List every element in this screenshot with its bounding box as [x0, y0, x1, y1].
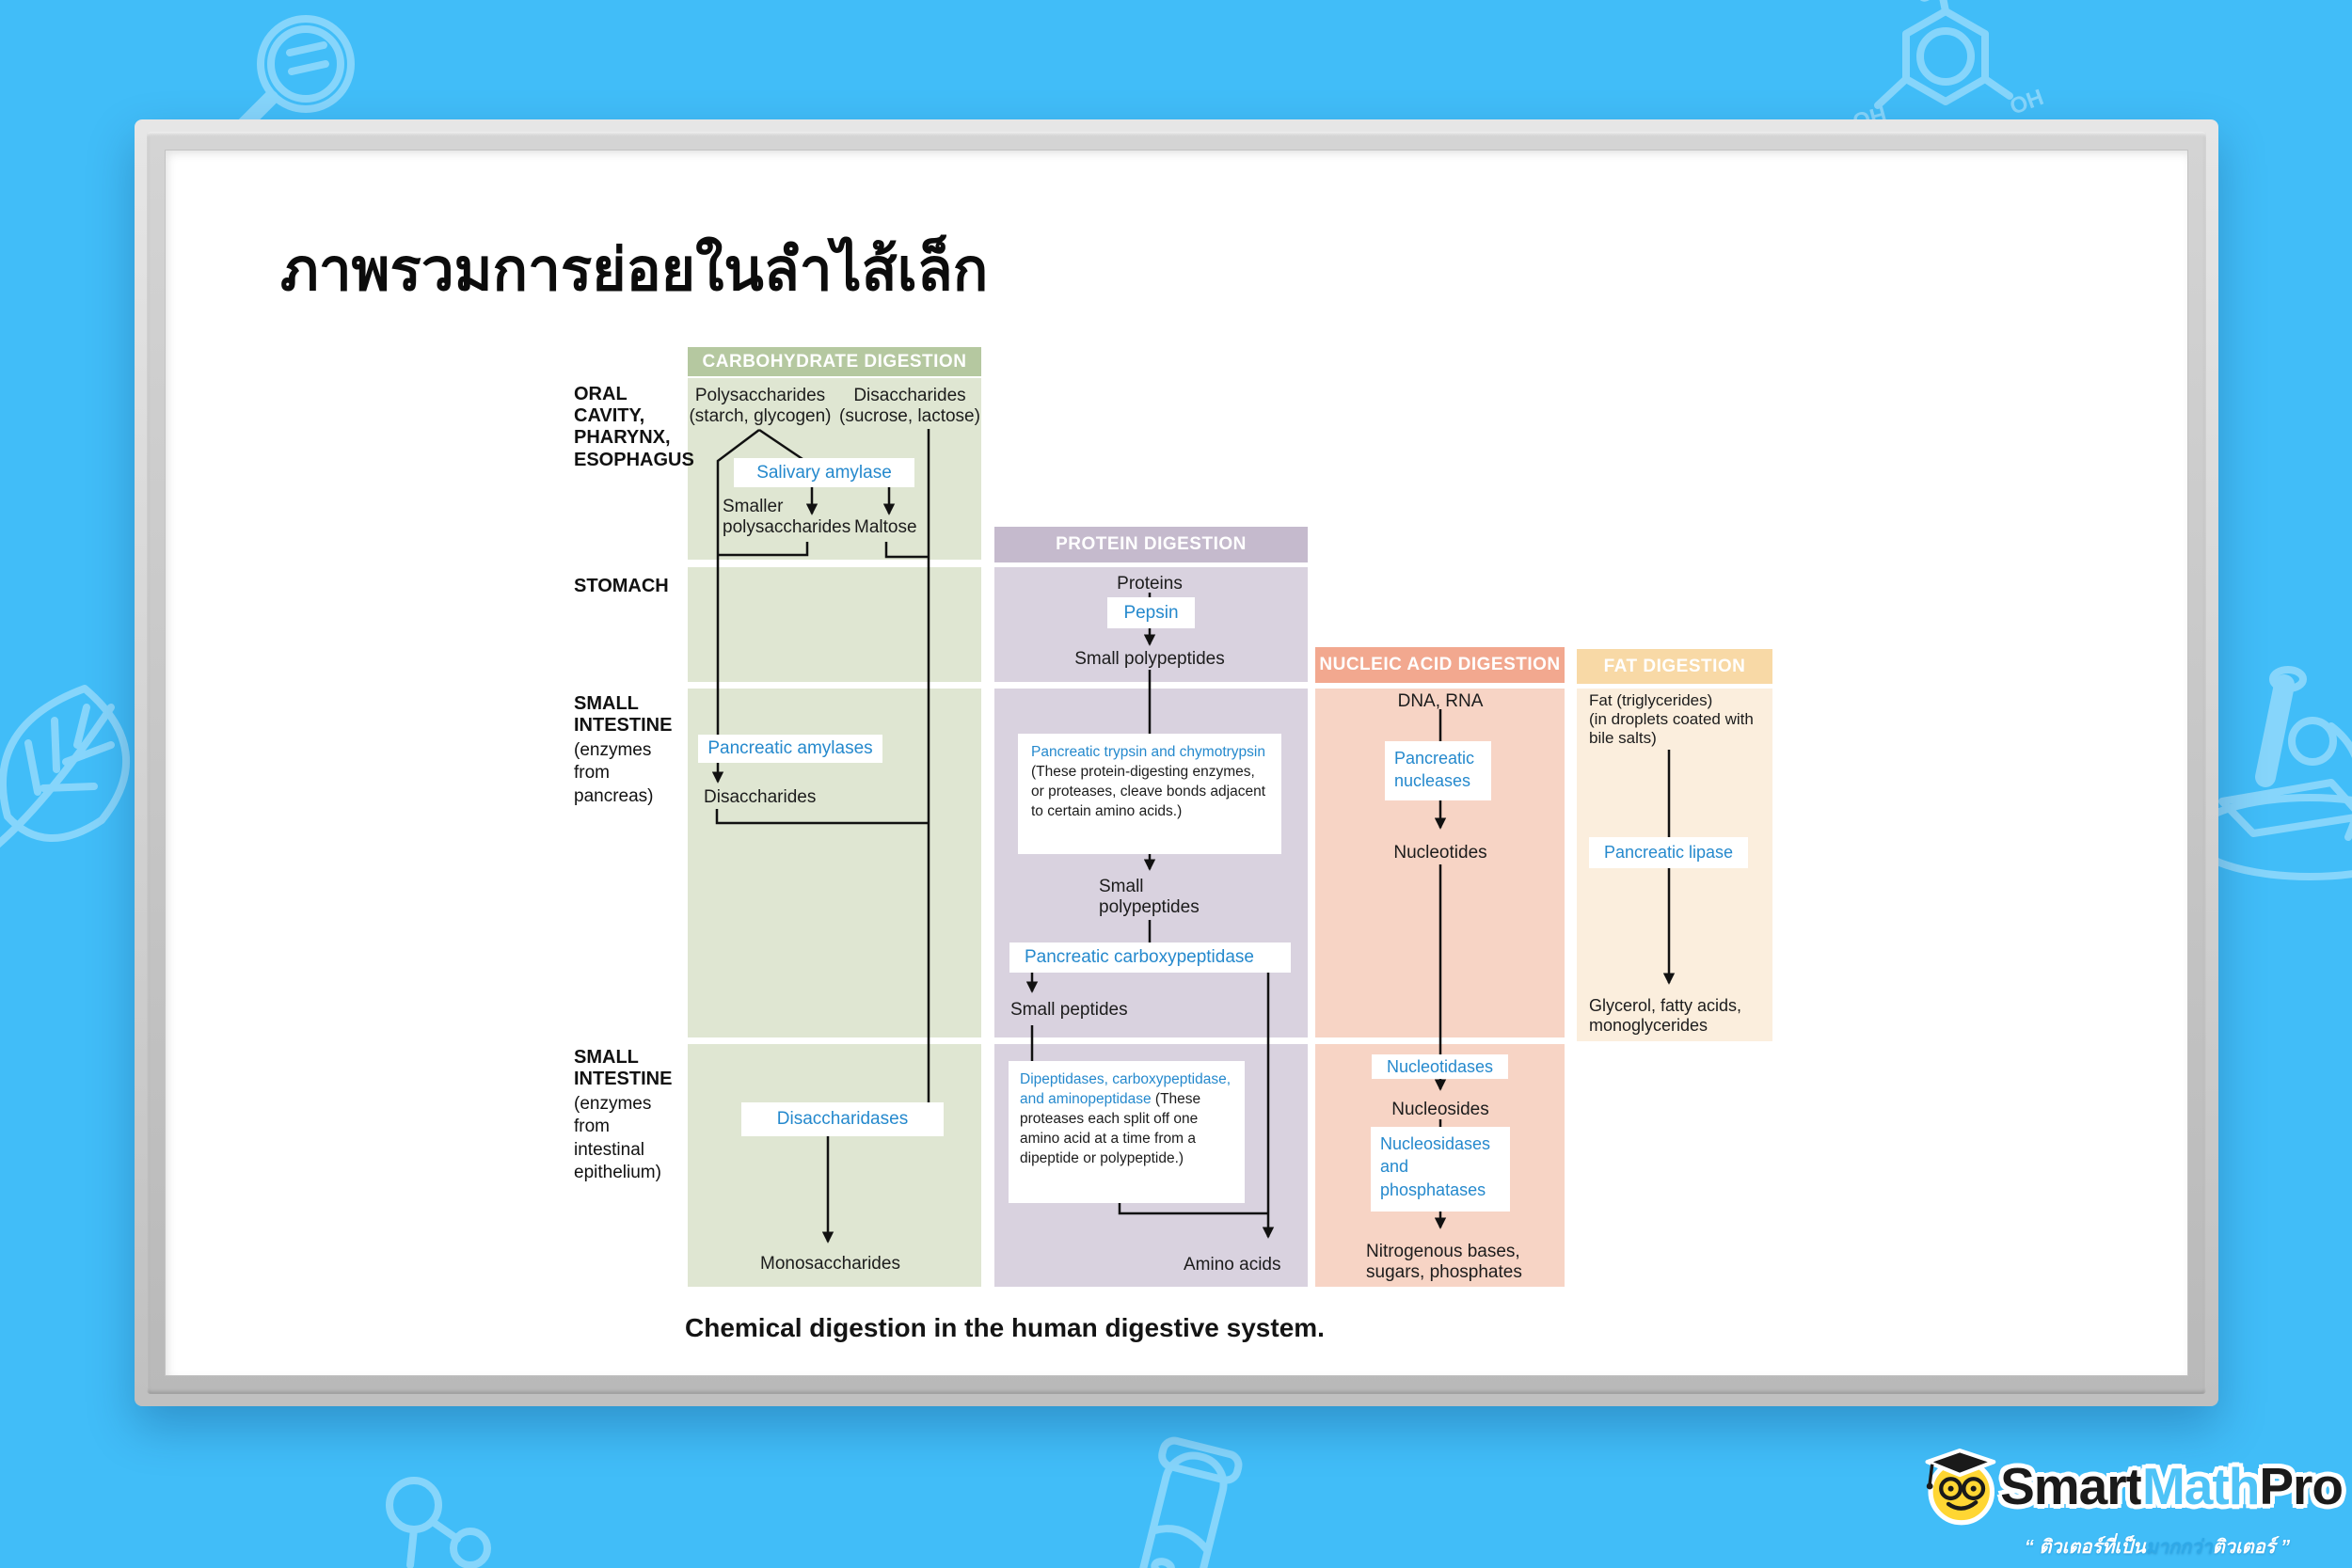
molecule-oh-label-1: OH — [1913, 0, 1953, 9]
enzyme-nucleosidases-phosphatases: Nucleosidases and phosphatases — [1371, 1127, 1510, 1212]
enzyme-trypsin-chymotrypsin-box: Pancreatic trypsin and chymotrypsin (The… — [1018, 734, 1281, 854]
logo-tagline-pre: “ ติวเตอร์ที่เป็น — [2024, 1537, 2146, 1558]
graduate-face-icon — [1925, 1448, 1996, 1526]
logo-smart: Smart — [2000, 1457, 2143, 1515]
node-disaccharides-si: Disaccharides — [704, 787, 817, 807]
stage-stomach-label: STOMACH — [574, 576, 669, 596]
node-glycerol-fatty-acids: Glycerol, fatty acids, monoglycerides — [1589, 996, 1742, 1036]
node-monosaccharides: Monosaccharides — [760, 1254, 900, 1274]
node-proteins: Proteins — [1117, 574, 1183, 594]
node-small-peptides: Small peptides — [1010, 1000, 1128, 1020]
molecule-oh-label-3: OH — [2007, 85, 2047, 120]
node-small-polypeptides-2: Small polypeptides — [1099, 877, 1200, 918]
page-title: ภาพรวมการย่อยในลำไส้เล็ก — [280, 238, 989, 303]
stage-small-intestine-pancreas-sub: (enzymes from pancreas) — [574, 740, 654, 806]
logo-math: Math — [2141, 1457, 2260, 1515]
stage-oral-cavity-label: ORAL CAVITY, PHARYNX, ESOPHAGUS — [574, 384, 694, 470]
stage-small-intestine-epithelium-sub: (enzymes from intestinal epithelium) — [574, 1094, 661, 1182]
enzyme-peptidases: Dipeptidases, carboxypeptidase, and amin… — [1020, 1071, 1232, 1107]
leaf-doodle-icon — [0, 689, 126, 858]
smartmathpro-logo: SmartMathPro “ ติวเตอร์ที่เป็นมากกว่าติว… — [1919, 1443, 2344, 1561]
magnifier-doodle-icon — [237, 19, 351, 132]
node-amino-acids: Amino acids — [1184, 1255, 1281, 1275]
node-disaccharides: Disaccharides (sucrose, lactose) — [839, 386, 980, 427]
carb-panel-stomach — [688, 567, 981, 682]
node-nucleotides: Nucleotides — [1393, 843, 1487, 863]
enzyme-peptidases-box: Dipeptidases, carboxypeptidase, and amin… — [1009, 1061, 1245, 1203]
node-dna-rna: DNA, RNA — [1397, 691, 1484, 711]
enzyme-pancreatic-nucleases: Pancreatic nucleases — [1385, 741, 1491, 800]
node-nitrogenous-bases: Nitrogenous bases, sugars, phosphates — [1366, 1242, 1522, 1283]
molecule-cluster-doodle-icon — [389, 1481, 487, 1565]
logo-tagline-mid: มากกว่า — [2145, 1537, 2213, 1558]
enzyme-pancreatic-lipase: Pancreatic lipase — [1589, 837, 1748, 868]
protein-digestion-header: PROTEIN DIGESTION — [994, 527, 1308, 562]
enzyme-pancreatic-carboxypeptidase: Pancreatic carboxypeptidase — [1009, 942, 1291, 973]
trypsin-note: (These protein-digesting enzymes, or pro… — [1031, 763, 1266, 819]
testtube-doodle-icon — [1111, 1438, 1241, 1568]
stage-small-intestine-pancreas-label: SMALL INTESTINE — [574, 693, 673, 736]
node-small-polypeptides: Small polypeptides — [1074, 649, 1225, 669]
logo-tagline-post: ติวเตอร์ ” — [2212, 1537, 2291, 1558]
enzyme-trypsin-chymotrypsin: Pancreatic trypsin and chymotrypsin — [1031, 744, 1265, 760]
peptidases-note: (These proteases each split off one amin… — [1020, 1090, 1201, 1166]
node-polysaccharides: Polysaccharides (starch, glycogen) — [689, 386, 832, 427]
enzyme-pepsin: Pepsin — [1107, 597, 1195, 628]
fat-digestion-header: FAT DIGESTION — [1577, 649, 1772, 684]
enzyme-salivary-amylase: Salivary amylase — [734, 458, 914, 487]
carbohydrate-digestion-header: CARBOHYDRATE DIGESTION — [688, 347, 981, 376]
logo-pro: Pro — [2259, 1457, 2344, 1515]
carb-panel-small-intestine-epithelium — [688, 1044, 981, 1287]
node-nucleosides: Nucleosides — [1391, 1100, 1489, 1119]
stage-small-intestine-epithelium-label: SMALL INTESTINE — [574, 1047, 673, 1090]
enzyme-nucleotidases: Nucleotidases — [1372, 1054, 1508, 1079]
enzyme-pancreatic-amylases: Pancreatic amylases — [698, 735, 882, 763]
figure-caption: Chemical digestion in the human digestiv… — [685, 1313, 1325, 1342]
node-maltose: Maltose — [854, 517, 917, 537]
enzyme-disaccharidases: Disaccharidases — [741, 1102, 944, 1136]
logo-tagline: “ ติวเตอร์ที่เป็นมากกว่าติวเตอร์ ” — [2002, 1531, 2312, 1561]
nucleic-acid-digestion-header: NUCLEIC ACID DIGESTION — [1315, 647, 1565, 683]
node-fat-triglycerides: Fat (triglycerides) (in droplets coated … — [1589, 691, 1754, 748]
node-smaller-polysaccharides: Smaller polysaccharides — [723, 497, 851, 538]
molecule-doodle-icon: OH OH OH — [1851, 0, 2047, 135]
logo-wordmark: SmartMathPro — [2000, 1456, 2344, 1516]
